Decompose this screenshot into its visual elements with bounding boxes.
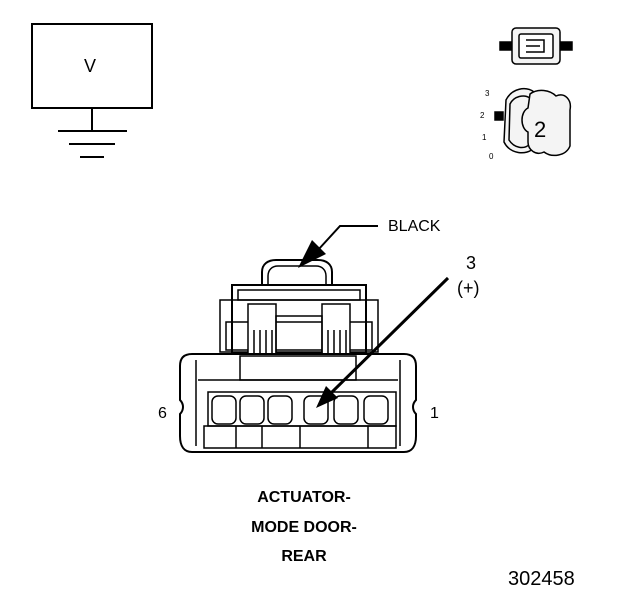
component-title-line2: MODE DOOR- [251,519,357,536]
connector-latch [261,259,333,285]
probe-icon [499,27,573,65]
pin-callout-leader [316,276,450,408]
terminal-cavity [211,395,237,425]
pin-right-label: 1 [430,405,439,422]
selector-scale-1: 1 [482,133,487,142]
connector-body [179,259,417,453]
pin-callout-polarity: (+) [457,278,480,298]
terminal-cavity [267,395,293,425]
selector-scale-3: 3 [485,89,490,98]
component-title-line1: ACTUATOR- [257,489,351,506]
terminal-cavity [239,395,265,425]
selector-switch-icon [494,87,572,157]
figure-number: 302458 [508,568,575,590]
terminal-cavity [363,395,389,425]
voltmeter-label: V [84,56,97,76]
terminal-cavities [211,395,389,425]
color-callout-leader [298,225,378,268]
connector-color-label: BLACK [388,218,441,235]
terminal-cavity [333,395,359,425]
pin-left-label: 6 [158,405,167,422]
selector-scale-2: 2 [480,111,485,120]
connector-main-housing [179,353,417,453]
component-title-line3: REAR [281,548,327,565]
selector-position: 2 [534,117,547,142]
pin-callout-number: 3 [466,253,477,273]
voltmeter-symbol [31,23,153,158]
selector-scale-0: 0 [489,152,494,161]
